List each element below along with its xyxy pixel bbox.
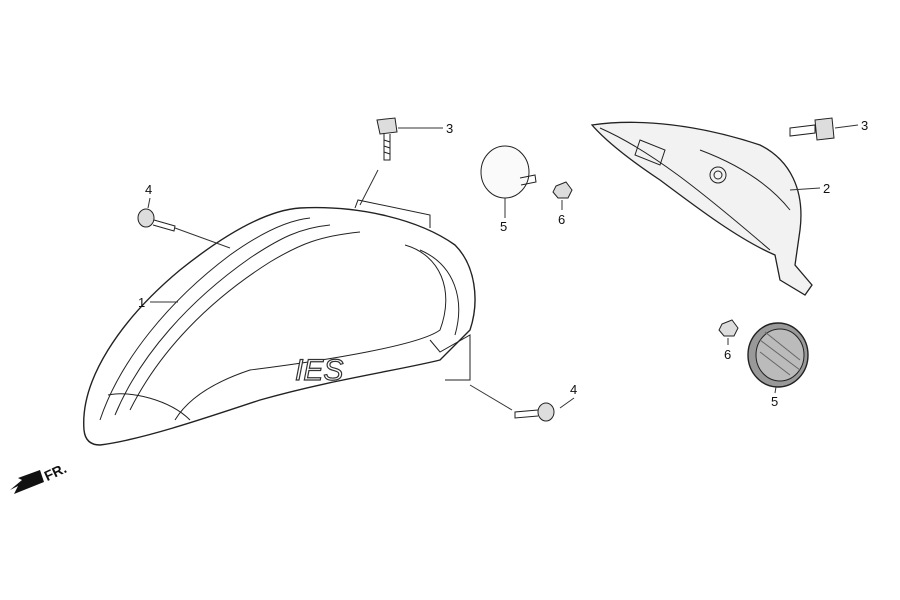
bolt-right	[789, 117, 835, 141]
front-fender: IES	[83, 199, 476, 446]
callout-5: 5	[500, 219, 508, 234]
logo-ies: IES	[295, 354, 343, 387]
callout-2: 2	[823, 181, 831, 196]
callout-6: 6	[558, 212, 566, 227]
callout-4: 4	[145, 182, 153, 197]
nut-bottom	[718, 319, 739, 337]
leader-lines	[147, 124, 859, 411]
callout-3: 3	[861, 118, 869, 133]
front-direction-arrow	[10, 470, 44, 494]
callout-1: 1	[138, 295, 146, 310]
bolt-top	[376, 117, 398, 161]
callout-3: 3	[446, 121, 454, 136]
screw-bottom	[514, 402, 555, 422]
cap-plain	[480, 145, 537, 199]
screw-left	[137, 208, 176, 232]
callout-4: 4	[570, 382, 578, 397]
callout-6: 6	[724, 347, 732, 362]
reflector	[747, 322, 809, 388]
callout-5: 5	[771, 394, 779, 409]
inner-cover	[590, 121, 813, 296]
nut-top	[552, 181, 573, 199]
